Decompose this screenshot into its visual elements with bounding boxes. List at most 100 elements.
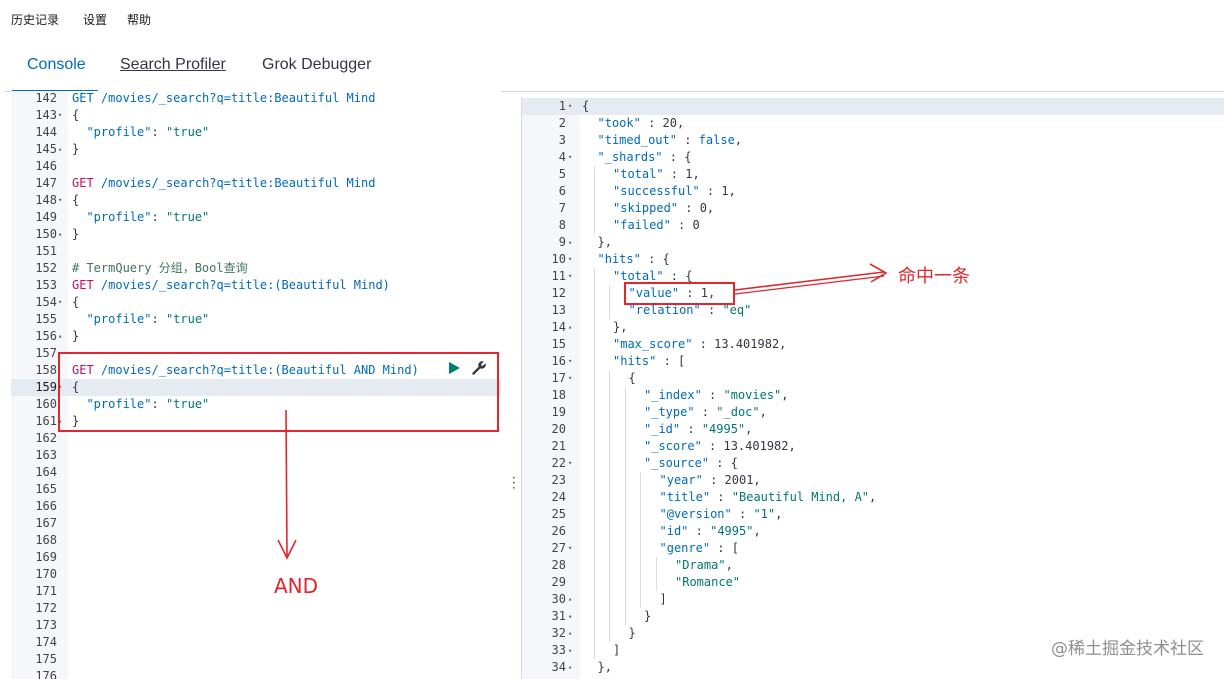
menu-help[interactable]: 帮助 xyxy=(127,13,152,27)
line-number: 156 xyxy=(35,329,57,343)
fold-toggle-icon[interactable]: ▴ xyxy=(568,595,573,603)
indent-guide xyxy=(593,183,595,200)
indent-guide xyxy=(624,438,626,455)
response-line: 26"id" : "4995", xyxy=(522,523,1224,540)
json-punctuation: : { xyxy=(663,269,693,283)
response-code: "_type" : "_doc", xyxy=(644,404,767,421)
code-punctuation: { xyxy=(72,193,80,207)
fold-toggle-icon[interactable]: ▴ xyxy=(568,646,573,654)
menu-history[interactable]: 历史记录 xyxy=(11,13,60,27)
line-number: 144 xyxy=(35,125,57,139)
response-line: 4▾"_shards" : { xyxy=(522,149,1224,166)
fold-toggle-icon[interactable]: ▾ xyxy=(568,153,573,161)
line-number: 27 xyxy=(551,541,566,555)
indent-guide xyxy=(609,557,610,574)
code-punctuation: { xyxy=(72,380,80,394)
editor-line: 172 xyxy=(11,600,501,617)
tab-search-profiler[interactable]: Search Profiler xyxy=(120,56,226,73)
fold-toggle-icon[interactable]: ▾ xyxy=(58,196,63,204)
indent-guide xyxy=(624,489,626,506)
editor-line: 166 xyxy=(11,498,501,515)
response-line: 24"title" : "Beautiful Mind, A", xyxy=(522,489,1224,506)
indent-guide xyxy=(640,489,641,506)
editor-line: 165 xyxy=(11,481,501,498)
code-text: { xyxy=(72,192,79,209)
fold-toggle-icon[interactable]: ▾ xyxy=(568,255,573,263)
response-line: 1▾{ xyxy=(522,98,1224,115)
fold-toggle-icon[interactable]: ▾ xyxy=(58,111,63,119)
fold-toggle-icon[interactable]: ▴ xyxy=(568,323,573,331)
json-boolean: false xyxy=(698,133,735,147)
editor-line: 160 "profile": "true" xyxy=(11,396,501,413)
json-key: "took" xyxy=(597,116,641,130)
fold-toggle-icon[interactable]: ▴ xyxy=(58,332,63,340)
fold-toggle-icon[interactable]: ▴ xyxy=(58,145,63,153)
response-code: { xyxy=(582,98,589,115)
fold-toggle-icon[interactable]: ▾ xyxy=(568,272,573,280)
editor-line: 154▾{ xyxy=(11,294,501,311)
json-punctuation: : xyxy=(676,133,699,147)
indent-guide xyxy=(624,557,626,574)
editor-line: 144 "profile": "true" xyxy=(11,124,501,141)
json-punctuation: : [ xyxy=(656,354,686,368)
indent-guide xyxy=(593,472,595,489)
line-number: 14 xyxy=(551,320,566,334)
json-value: "true" xyxy=(165,210,210,224)
fold-toggle-icon[interactable]: ▴ xyxy=(568,663,573,671)
line-number: 164 xyxy=(35,465,57,479)
line-number: 5 xyxy=(558,167,566,181)
fold-toggle-icon[interactable]: ▴ xyxy=(568,238,573,246)
fold-toggle-icon[interactable]: ▾ xyxy=(568,544,573,552)
resizer-handle-icon[interactable]: ··· xyxy=(512,471,516,495)
response-gutter xyxy=(522,98,580,679)
response-line: 17▾{ xyxy=(522,370,1224,387)
json-key: "profile" xyxy=(86,125,152,139)
fold-toggle-icon[interactable]: ▴ xyxy=(568,629,573,637)
panel-resizer[interactable] xyxy=(505,91,519,679)
editor-line: 148▾{ xyxy=(11,192,501,209)
annotation-and-label: AND xyxy=(274,574,319,598)
tab-console[interactable]: Console xyxy=(27,56,86,73)
tab-grok-debugger[interactable]: Grok Debugger xyxy=(262,56,372,73)
line-number: 34 xyxy=(551,660,566,674)
line-number: 25 xyxy=(551,507,566,521)
play-icon[interactable] xyxy=(447,361,461,375)
line-number: 169 xyxy=(35,550,57,564)
json-punctuation: { xyxy=(628,371,636,385)
fold-toggle-icon[interactable]: ▾ xyxy=(568,102,573,110)
code-text: { xyxy=(72,294,79,311)
fold-toggle-icon[interactable]: ▴ xyxy=(58,417,63,425)
fold-toggle-icon[interactable]: ▾ xyxy=(568,374,573,382)
response-code: "total" : { xyxy=(613,268,692,285)
response-line: 2"took" : 20, xyxy=(522,115,1224,132)
wrench-icon[interactable] xyxy=(471,360,487,376)
indent-guide xyxy=(624,506,626,523)
json-punctuation: , xyxy=(781,388,789,402)
fold-toggle-icon[interactable]: ▾ xyxy=(568,357,573,365)
json-key: "_score" xyxy=(644,439,702,453)
code-text: "profile": "true" xyxy=(86,210,210,224)
json-key: "hits" xyxy=(613,354,657,368)
fold-toggle-icon[interactable]: ▴ xyxy=(58,230,63,238)
indent-guide xyxy=(609,489,610,506)
fold-toggle-icon[interactable]: ▴ xyxy=(568,612,573,620)
line-number: 9 xyxy=(558,235,566,249)
line-number: 170 xyxy=(35,567,57,581)
menu-settings[interactable]: 设置 xyxy=(83,13,108,27)
line-number: 161 xyxy=(35,414,57,428)
json-punctuation: : { xyxy=(662,150,692,164)
fold-toggle-icon[interactable]: ▾ xyxy=(568,459,573,467)
code-text: GET /movies/_search?q=title:(Beautiful M… xyxy=(72,277,390,294)
fold-toggle-icon[interactable]: ▾ xyxy=(58,383,63,391)
json-key: "failed" xyxy=(613,218,671,232)
json-key: "hits" xyxy=(597,252,641,266)
line-number: 150 xyxy=(35,227,57,241)
indent-guide xyxy=(640,523,641,540)
json-punctuation: : 13.401982, xyxy=(701,439,796,453)
fold-toggle-icon[interactable]: ▾ xyxy=(58,298,63,306)
indent-guide xyxy=(609,285,610,302)
indent-guide xyxy=(609,455,610,472)
